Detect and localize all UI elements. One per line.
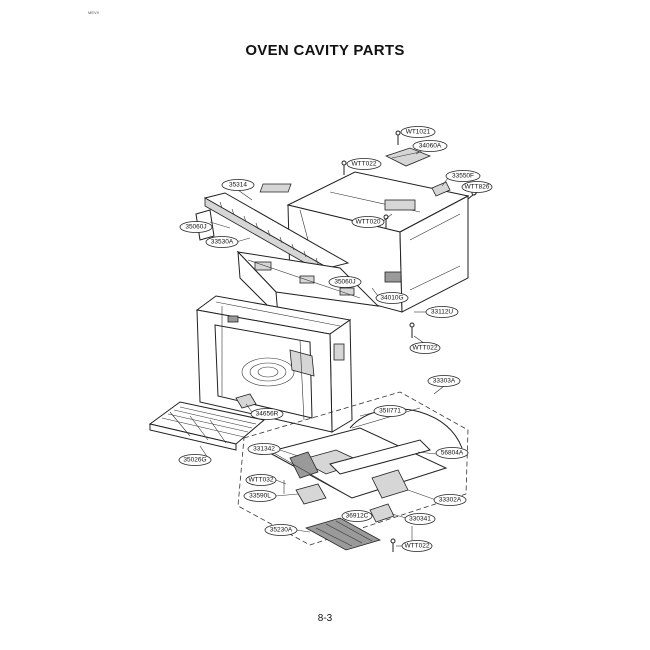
callout-wtt022-bottom: WTT022 — [401, 540, 433, 552]
callout-wtt826: WTT826 — [461, 181, 493, 193]
part-callouts: WT1021 34060A WTT022 33550F WTT826 35314… — [178, 126, 493, 552]
svg-text:WT1021: WT1021 — [406, 129, 431, 136]
callout-33303a: 33303A — [427, 375, 461, 387]
callout-wtt032: WTT032 — [245, 474, 277, 486]
callout-33550f: 33550F — [445, 170, 481, 182]
corner-code: MEVX — [88, 10, 100, 15]
svg-text:33590L: 33590L — [249, 493, 271, 500]
svg-text:36912C: 36912C — [346, 513, 369, 520]
svg-text:35314: 35314 — [229, 182, 247, 189]
side-bracket — [431, 181, 451, 197]
callout-wtt022-mid: WTT022 — [409, 342, 441, 354]
oven-rack — [148, 401, 266, 451]
svg-text:WTT020: WTT020 — [356, 219, 381, 226]
callout-56804a: 56804A — [435, 447, 469, 459]
svg-text:WTT022: WTT022 — [405, 543, 430, 550]
door-latch — [235, 393, 257, 409]
callout-330341: 330341 — [404, 513, 436, 525]
callout-35314: 35314 — [221, 179, 255, 191]
svg-text:35060J: 35060J — [334, 279, 355, 286]
page-title: OVEN CAVITY PARTS — [245, 42, 405, 59]
callout-wtt022-top: WTT022 — [346, 158, 382, 170]
callout-34060a: 34060A — [412, 140, 448, 152]
callout-33302a: 33302A — [433, 494, 467, 506]
callout-wt1021: WT1021 — [400, 126, 436, 138]
svg-text:34010G: 34010G — [380, 295, 403, 302]
svg-text:33302A: 33302A — [439, 497, 462, 504]
base-assembly — [237, 391, 469, 546]
svg-text:331342: 331342 — [253, 446, 275, 453]
callout-33590l: 33590L — [243, 490, 277, 502]
svg-text:WTT826: WTT826 — [465, 184, 490, 191]
svg-text:35230A: 35230A — [270, 527, 293, 534]
callout-35026g: 35026G — [178, 454, 212, 466]
svg-text:WTT022: WTT022 — [413, 345, 438, 352]
svg-text:56804A: 56804A — [441, 450, 464, 457]
callout-331342: 331342 — [247, 443, 281, 455]
callout-35060j-left: 35060J — [179, 221, 213, 233]
svg-text:35026G: 35026G — [183, 457, 206, 464]
cavity-panel — [236, 250, 380, 318]
callout-34010g: 34010G — [375, 292, 409, 304]
callout-36912c: 36912C — [341, 510, 373, 522]
svg-text:35II771: 35II771 — [379, 408, 401, 415]
callout-33112u: 33112U — [425, 306, 459, 318]
svg-text:34656R: 34656R — [256, 411, 279, 418]
svg-text:33550F: 33550F — [452, 173, 474, 180]
callout-35ii771: 35II771 — [373, 405, 407, 417]
svg-text:33303A: 33303A — [433, 378, 456, 385]
svg-text:35060J: 35060J — [185, 224, 206, 231]
filter-plate — [304, 517, 382, 551]
oven-cavity — [195, 295, 353, 433]
svg-text:WTT022: WTT022 — [352, 161, 377, 168]
callout-33530a: 33530A — [205, 236, 239, 248]
svg-text:WTT032: WTT032 — [249, 477, 274, 484]
callout-wtt020: WTT020 — [351, 216, 385, 228]
callout-34656r: 34656R — [250, 408, 284, 420]
svg-text:33530A: 33530A — [211, 239, 234, 246]
svg-text:330341: 330341 — [409, 516, 431, 523]
callout-35230a: 35230A — [264, 524, 298, 536]
svg-text:34060A: 34060A — [419, 143, 442, 150]
svg-text:33112U: 33112U — [431, 309, 454, 316]
page-number: 8-3 — [317, 613, 333, 624]
callout-35060j-right: 35060J — [328, 276, 362, 288]
